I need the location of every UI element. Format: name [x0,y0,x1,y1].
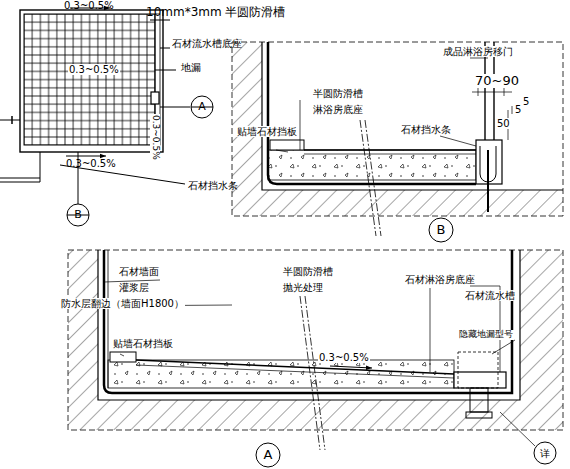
part-label: 5 [514,104,522,115]
part-label: 灌浆层 [118,282,150,293]
callout-letter: B [437,223,446,237]
part-label: 0.3~0.5% [318,352,370,363]
part-label: 70~90 [474,74,520,88]
part-label: 10mm*3mm 半圆防滑槽 [146,6,285,19]
callout-letter: B [74,209,82,221]
part-label: 0.3~0.5% [68,64,120,75]
part-label: 成品淋浴房移门 [442,46,514,57]
part-label: 半圆防滑槽 [312,88,364,99]
part-label: 0.3~0.5% [150,114,160,161]
part-label: 0.3~0.5% [64,0,114,11]
part-label: 贴墙石材挡板 [236,126,298,137]
part-label: 石材挡水条 [400,124,452,135]
part-label: 0.3~0.5% [66,158,116,169]
part-label: 石材墙面 [118,266,160,277]
part-label: 隐藏地漏型号 [458,330,514,340]
callout-letter: A [264,448,273,462]
part-label: 石材挡水条 [188,180,238,191]
part-label: 5 [522,96,530,107]
callout-letter: A [198,101,206,113]
section-b [232,42,563,242]
part-label: 石材淋浴房底座 [404,274,476,285]
callout-letter: 详 [540,448,550,459]
part-label: 石材流水槽底座 [172,38,242,49]
part-label: 抛光处理 [282,282,324,293]
section-a [68,250,563,467]
part-label: 石材流水槽 [464,290,516,301]
part-label: 半圆防滑槽 [282,266,334,277]
part-label: 防水层翻边（墙面H1800） [60,298,185,309]
part-label: 地漏 [180,62,202,73]
part-label: 贴墙石材挡板 [112,338,174,349]
part-label: 50 [496,118,511,129]
part-label: 淋浴房底座 [312,104,364,115]
